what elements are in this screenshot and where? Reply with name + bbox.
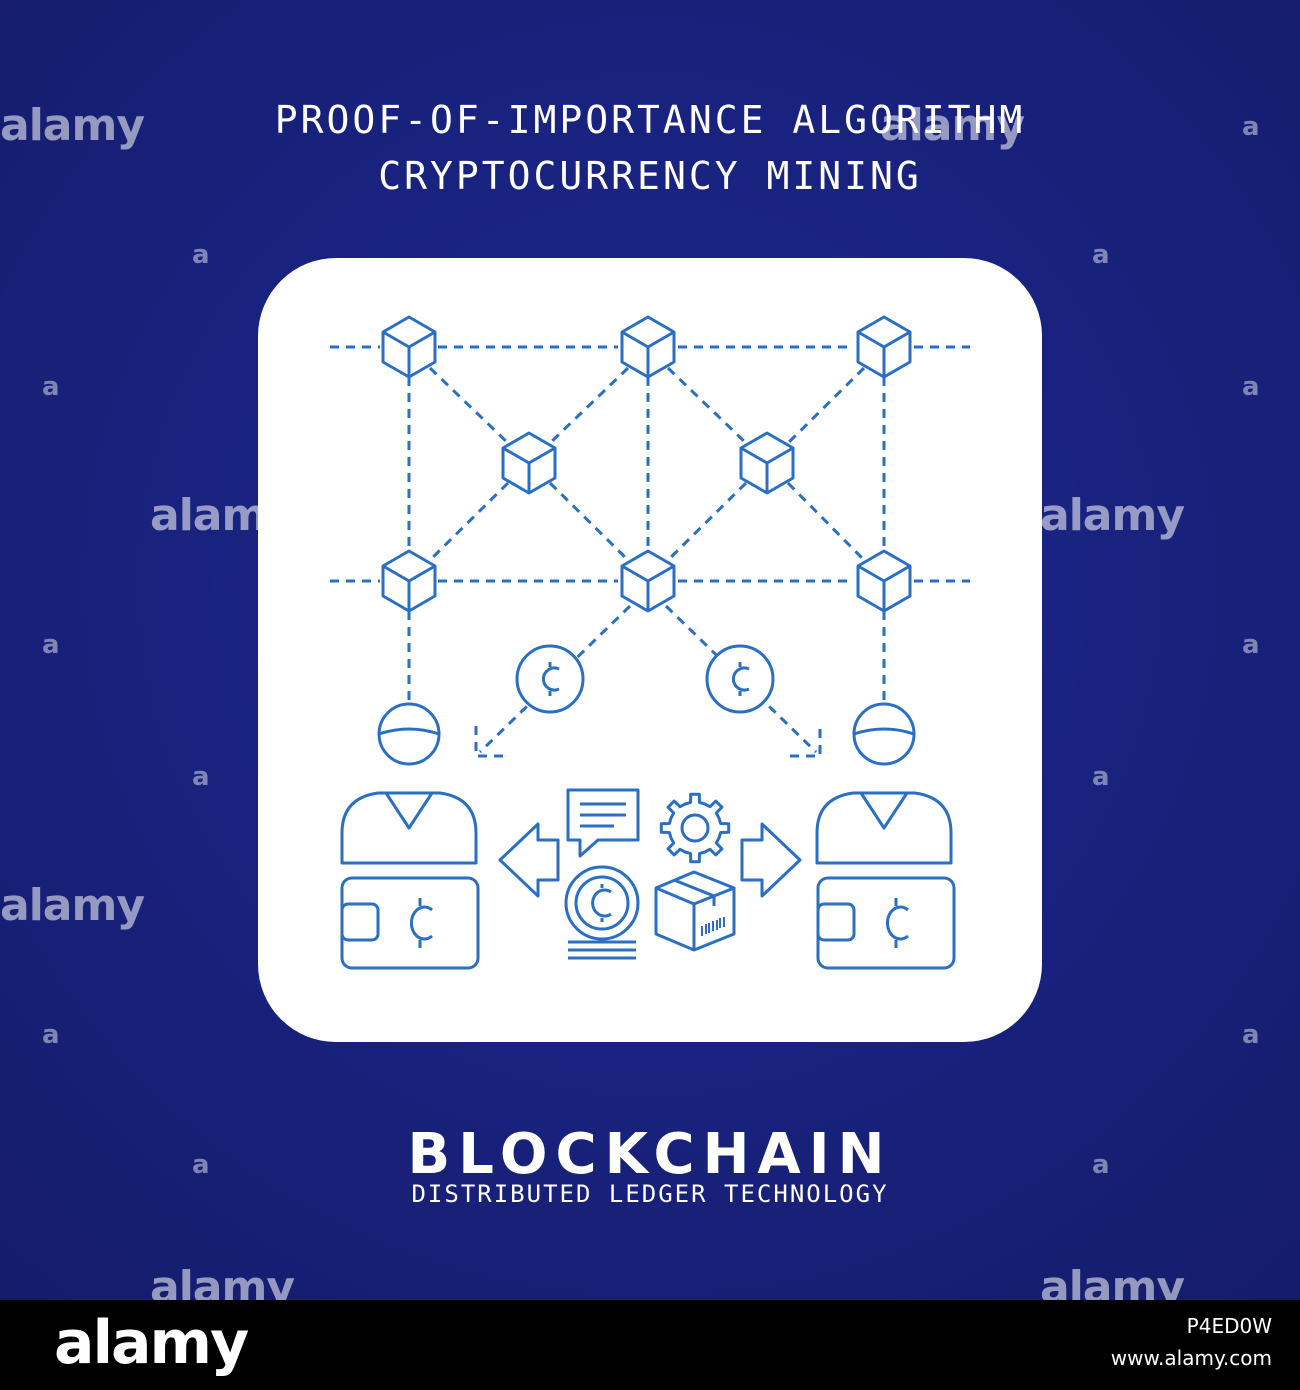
cube-icon — [381, 315, 437, 379]
watermark-word: alamy — [0, 100, 145, 151]
title-line-2: CRYPTOCURRENCY MINING — [378, 154, 922, 198]
image-id: P4ED0W — [1186, 1314, 1272, 1338]
site-url[interactable]: www.alamy.com — [1110, 1346, 1272, 1370]
watermark-letter: a — [1242, 372, 1260, 402]
watermark-word: alamy — [1040, 490, 1185, 541]
watermark-letter: a — [1242, 1020, 1260, 1050]
chat-icon — [566, 788, 640, 858]
cube-icon — [501, 431, 557, 495]
arrow-left-icon — [498, 822, 560, 898]
watermark-word: alamy — [880, 100, 1025, 151]
wallet-icon — [340, 876, 480, 970]
network-links — [330, 345, 970, 758]
blockchain-illustration — [330, 315, 970, 970]
brand-tagline: DISTRIBUTED LEDGER TECHNOLOGY — [411, 1180, 889, 1208]
coin-icon — [515, 644, 585, 714]
cube-icon — [739, 431, 795, 495]
watermark-letter: a — [192, 240, 210, 270]
cube-icon — [620, 315, 676, 379]
user-icon — [340, 702, 478, 865]
package-icon — [654, 870, 736, 952]
stock-footer-bar: alamy P4ED0W www.alamy.com — [0, 1300, 1300, 1390]
cube-icon — [381, 549, 437, 613]
coin-icon — [705, 644, 775, 714]
watermark-letter: a — [42, 372, 60, 402]
coin-stack-icon — [564, 865, 640, 960]
watermark-word: alamy — [1040, 1262, 1185, 1300]
brand-title: BLOCKCHAIN — [407, 1122, 893, 1187]
watermark-letter: a — [42, 630, 60, 660]
cube-icon — [856, 549, 912, 613]
watermark-letter: a — [192, 762, 210, 792]
watermark-letter: a — [192, 1150, 210, 1180]
watermark-letter: a — [1242, 630, 1260, 660]
cube-icon — [856, 315, 912, 379]
stock-logo: alamy — [54, 1308, 249, 1378]
icon-card — [258, 258, 1042, 1042]
poster: alamy alamy alamy alamy alamy alamy alam… — [0, 0, 1300, 1300]
watermark-word: alamy — [150, 1262, 295, 1300]
wallet-icon — [816, 876, 956, 970]
watermark-letter: a — [1092, 240, 1110, 270]
watermark-letter: a — [42, 1020, 60, 1050]
watermark-letter: a — [1242, 112, 1260, 142]
arrow-right-icon — [740, 822, 802, 898]
watermark-word: alamy — [0, 880, 145, 931]
cube-icon — [620, 549, 676, 613]
user-icon — [815, 702, 953, 865]
watermark-letter: a — [1092, 762, 1110, 792]
watermark-letter: a — [1092, 1150, 1110, 1180]
title-line-1: PROOF-OF-IMPORTANCE ALGORITHM — [274, 98, 1026, 142]
gear-icon — [659, 792, 731, 864]
